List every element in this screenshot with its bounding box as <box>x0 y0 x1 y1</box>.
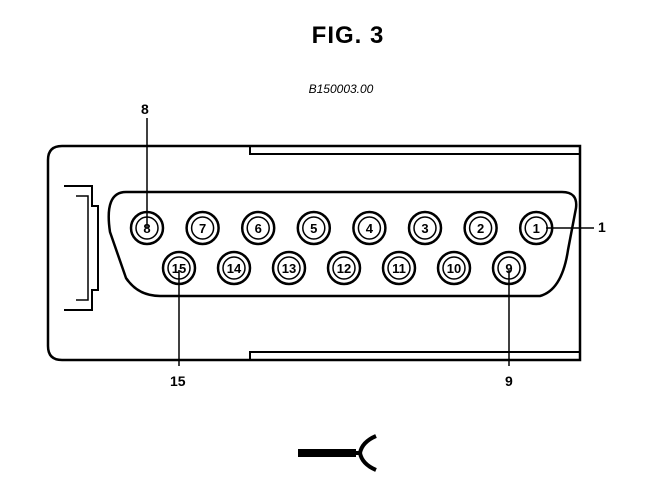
pin-11: 11 <box>381 250 417 286</box>
pin-number-label: 1 <box>533 221 540 236</box>
pin-6: 6 <box>240 210 276 246</box>
pin-socket-inner <box>442 256 466 280</box>
pin-1: 1 <box>518 210 554 246</box>
pin-15: 15 <box>161 250 197 286</box>
pin-number-label: 13 <box>282 261 296 276</box>
pin-number-label: 11 <box>392 261 406 276</box>
pin-socket-inner <box>413 216 437 240</box>
callout-pin-9: 9 <box>505 373 513 389</box>
pin-socket-inner <box>468 216 493 240</box>
pin-number-label: 15 <box>172 261 186 276</box>
insertion-arrow-icon <box>298 434 377 472</box>
pin-socket-inner <box>302 216 326 240</box>
pin-14: 14 <box>216 250 252 286</box>
pin-number-label: 4 <box>366 221 374 236</box>
pin-socket-inner <box>387 256 411 280</box>
figure-title: FIG. 3 <box>311 22 385 49</box>
pin-10: 10 <box>436 250 472 286</box>
pin-3: 3 <box>407 210 443 246</box>
pin-number-label: 5 <box>310 221 317 236</box>
pin-socket-inner <box>246 216 270 240</box>
pin-5: 5 <box>296 210 332 246</box>
pin-socket-inner <box>222 256 246 280</box>
pin-7: 7 <box>185 210 220 246</box>
pin-4: 4 <box>352 210 387 246</box>
pin-number-label: 8 <box>143 221 150 236</box>
callout-pin-15: 15 <box>170 373 186 389</box>
pin-2: 2 <box>463 210 498 246</box>
connector-housing <box>46 144 582 362</box>
pin-number-label: 7 <box>199 221 206 236</box>
pin-socket-inner <box>190 216 215 240</box>
pin-number-label: 9 <box>505 261 512 276</box>
figure-reference: B150003.00 <box>308 82 374 96</box>
top-row-pins: 8 7 6 5 4 3 2 1 <box>129 210 554 246</box>
pin-socket-inner <box>357 216 382 240</box>
pin-socket-inner <box>277 256 301 280</box>
pin-number-label: 2 <box>477 221 484 236</box>
pin-12: 12 <box>326 250 362 286</box>
bottom-row-pins: 15 14 13 12 11 10 9 <box>161 250 527 286</box>
pin-number-label: 3 <box>421 221 428 236</box>
pin-socket-inner <box>332 256 356 280</box>
callout-pin-1: 1 <box>598 219 606 235</box>
leader-lines <box>146 118 594 366</box>
pin-face <box>107 190 578 298</box>
pin-number-label: 6 <box>255 221 262 236</box>
pin-number-label: 12 <box>337 261 351 276</box>
pin-number-label: 14 <box>227 261 242 276</box>
pin-13: 13 <box>271 250 307 286</box>
pin-number-label: 10 <box>447 261 461 276</box>
callout-pin-8: 8 <box>141 101 149 117</box>
